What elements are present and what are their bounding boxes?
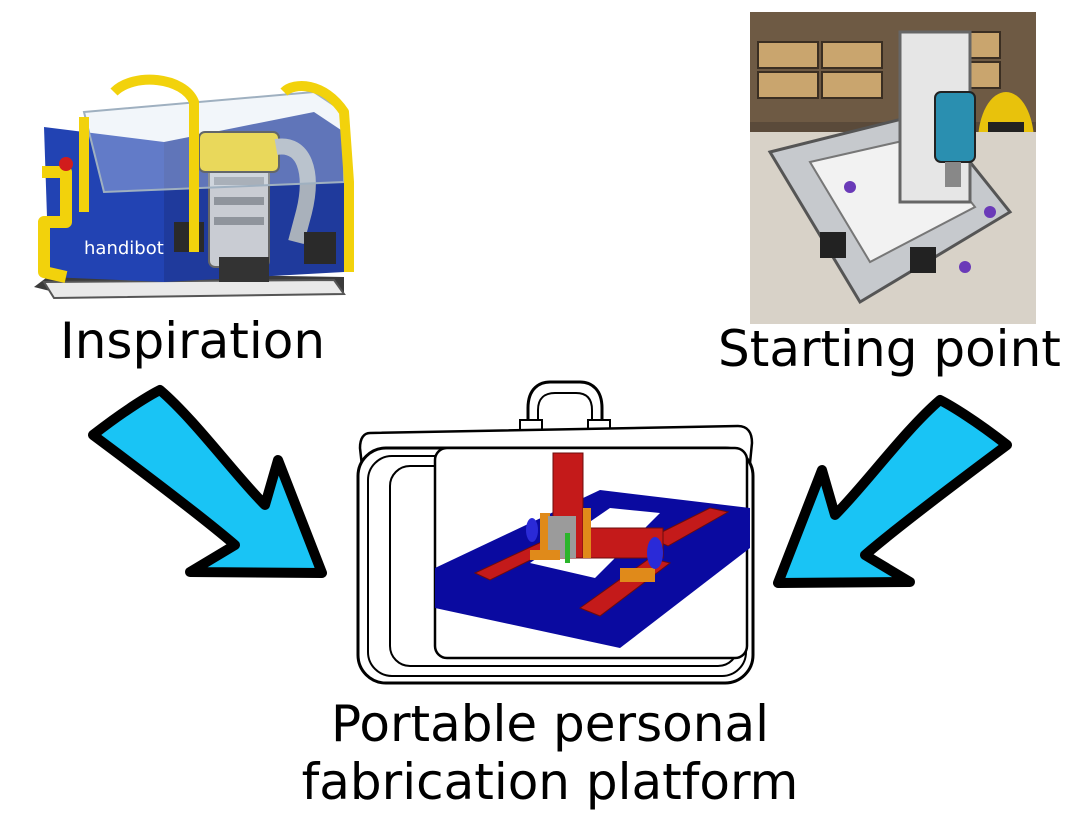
- curved-arrow-icon: [88, 385, 327, 578]
- curved-arrow-icon: [773, 395, 1012, 588]
- result-label: Portable personal fabrication platform: [250, 695, 850, 811]
- inspiration-label: Inspiration: [60, 312, 326, 370]
- handibot-machine-image: handibot: [34, 74, 354, 300]
- starting-point-label: Starting point: [718, 320, 1061, 378]
- handibot-logo-text: handibot: [84, 238, 164, 259]
- result-label-line-2: fabrication platform: [301, 753, 799, 811]
- suitcase-illustration: [356, 380, 755, 685]
- cnc-router-photo: [750, 12, 1036, 324]
- result-label-line-1: Portable personal: [331, 695, 769, 753]
